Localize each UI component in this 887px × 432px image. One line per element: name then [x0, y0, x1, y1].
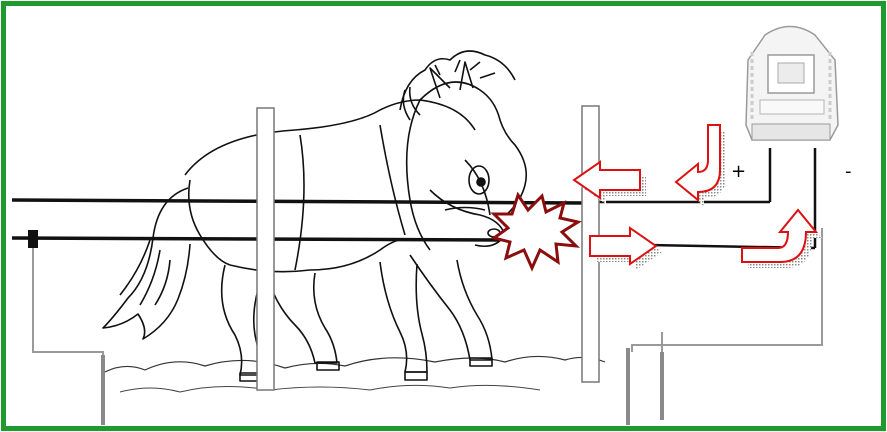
- fence-energizer-icon: [746, 27, 838, 141]
- negative-terminal-label: -: [845, 161, 852, 182]
- snowy-ground: [105, 356, 605, 372]
- horse-illustration: [103, 51, 526, 381]
- current-arrow-to-negative: [742, 210, 822, 268]
- shock-burst-icon: [494, 195, 578, 268]
- top-fence-wire: [12, 200, 588, 203]
- left-ground-system: [33, 245, 103, 425]
- insulator: [28, 230, 38, 248]
- positive-terminal-label: +: [731, 161, 746, 182]
- current-arrow-out-of-horse: [590, 228, 662, 270]
- current-arrow-from-positive: [676, 125, 726, 206]
- bottom-fence-wire: [12, 238, 500, 240]
- fence-post-left: [257, 108, 274, 390]
